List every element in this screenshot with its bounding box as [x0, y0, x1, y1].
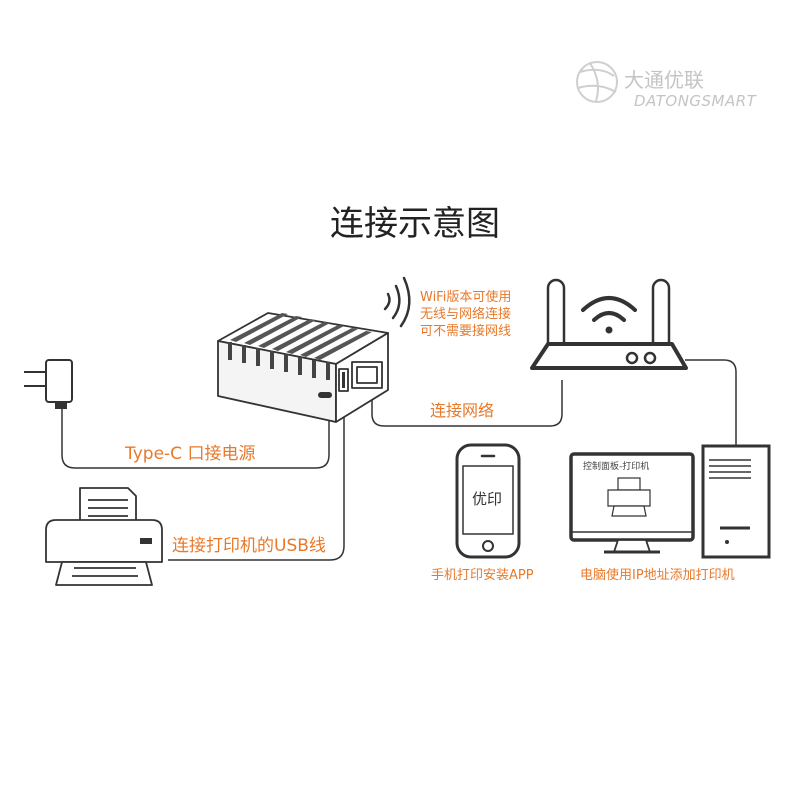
printer-icon	[45, 487, 163, 586]
wifi-note-line-2: 无线与网络连接	[420, 307, 512, 322]
computer-tower-icon	[701, 444, 771, 559]
network-label: 连接网络	[430, 401, 495, 420]
ethernet-cable	[371, 380, 563, 427]
phone-screen-app-name: 优印	[472, 490, 503, 508]
print-server-box-icon	[217, 312, 389, 423]
cables	[61, 359, 737, 561]
power-adapter-icon	[24, 359, 73, 409]
computer-monitor-icon	[569, 452, 695, 554]
tower-cable	[685, 359, 737, 446]
brand-name-en: DATONGSMART	[634, 92, 757, 110]
usb-cable-label: 连接打印机的USB线	[172, 536, 326, 556]
wifi-note-line-3: 可不需要接网线	[420, 324, 512, 339]
computer-label: 电脑使用IP地址添加打印机	[580, 568, 735, 583]
wifi-note-line-1: WiFi版本可使用	[420, 290, 512, 305]
brand-logo-icon	[576, 61, 618, 103]
brand-name-cn: 大通优联	[624, 68, 704, 92]
phone-label: 手机打印安装APP	[431, 568, 534, 583]
computer-screen-title: 控制面板-打印机	[583, 462, 650, 472]
power-cable	[61, 402, 330, 469]
power-label: Type-C 口接电源	[125, 444, 256, 464]
wifi-router-icon	[530, 278, 688, 370]
smartphone-icon	[455, 443, 521, 559]
usb-cable	[168, 390, 345, 561]
wifi-signal-icon	[383, 276, 411, 328]
diagram-title: 连接示意图	[330, 204, 500, 244]
